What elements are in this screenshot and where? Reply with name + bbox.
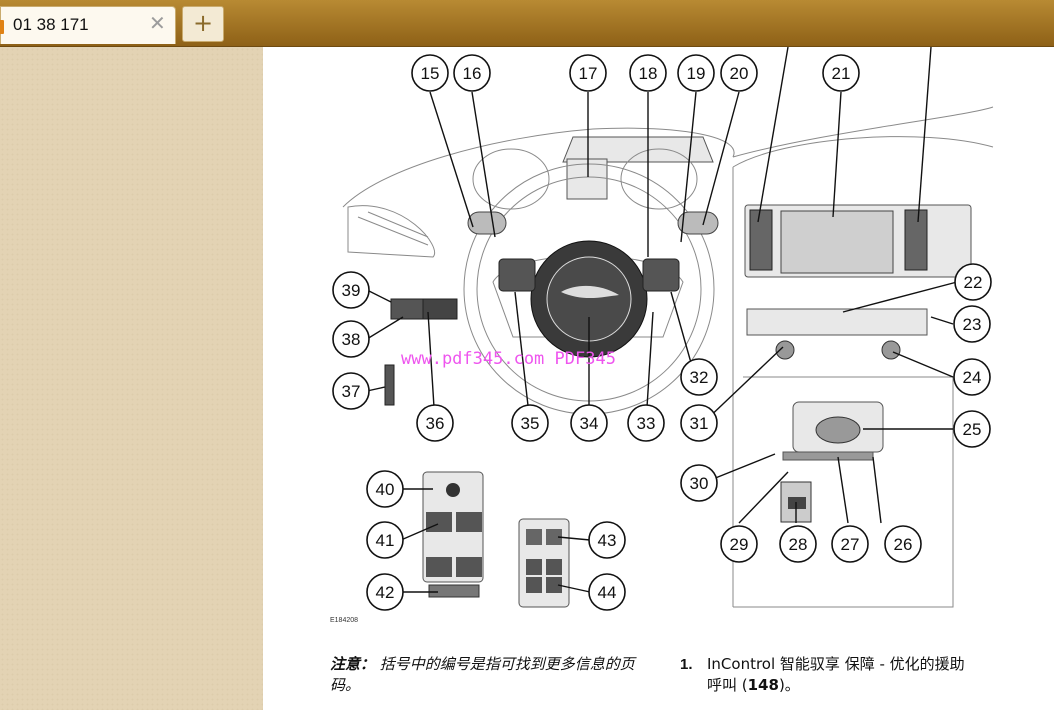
sidebar-background	[0, 47, 263, 710]
svg-text:25: 25	[963, 420, 982, 439]
svg-text:16: 16	[463, 64, 482, 83]
document-page: 15 16 17 18 19 20 21 22 23 24 25 26 27 2…	[263, 47, 1054, 710]
svg-text:20: 20	[730, 64, 749, 83]
callout-30: 30	[680, 464, 718, 502]
svg-text:35: 35	[521, 414, 540, 433]
svg-text:26: 26	[894, 535, 913, 554]
svg-text:17: 17	[579, 64, 598, 83]
callout-16: 16	[453, 54, 491, 92]
callout-36: 36	[416, 404, 454, 442]
svg-text:32: 32	[690, 368, 709, 387]
callout-18: 18	[629, 54, 667, 92]
svg-text:15: 15	[421, 64, 440, 83]
svg-text:27: 27	[841, 535, 860, 554]
note-label: 注意：	[330, 655, 376, 673]
dashboard-figure: 15 16 17 18 19 20 21 22 23 24 25 26 27 2…	[330, 47, 994, 624]
jaguar-logo-icon	[561, 285, 619, 299]
svg-text:33: 33	[637, 414, 656, 433]
svg-text:44: 44	[598, 583, 617, 602]
svg-text:31: 31	[690, 414, 709, 433]
svg-text:42: 42	[376, 583, 395, 602]
note-text: 括号中的编号是指可找到更多信息的页码。	[330, 655, 635, 694]
callout-32: 32	[680, 358, 718, 396]
callout-29: 29	[720, 525, 758, 563]
note: 注意： 括号中的编号是指可找到更多信息的页码。	[330, 654, 655, 696]
callout-15: 15	[411, 54, 449, 92]
svg-text:38: 38	[342, 330, 361, 349]
svg-text:28: 28	[789, 535, 808, 554]
svg-text:40: 40	[376, 480, 395, 499]
callout-44: 44	[588, 573, 626, 611]
svg-text:36: 36	[426, 414, 445, 433]
watermark: www.pdf345.com PDF345	[401, 349, 616, 369]
page-reference[interactable]: 148	[747, 676, 779, 694]
figure-code: E184208	[330, 617, 358, 624]
new-tab-button[interactable]: +	[182, 6, 224, 42]
svg-text:30: 30	[690, 474, 709, 493]
svg-text:41: 41	[376, 531, 395, 550]
callout-24: 24	[953, 358, 991, 396]
callout-31: 31	[680, 404, 718, 442]
callout-19: 19	[677, 54, 715, 92]
callout-26: 26	[884, 525, 922, 563]
callout-17: 17	[569, 54, 607, 92]
callout-37: 37	[332, 372, 370, 410]
callout-33: 33	[627, 404, 665, 442]
tab-bar: 01 38 171 ✕ +	[0, 0, 1054, 47]
callout-38: 38	[332, 320, 370, 358]
svg-text:43: 43	[598, 531, 617, 550]
document-tab[interactable]: 01 38 171 ✕	[0, 6, 176, 44]
list-text: InControl 智能驭享 保障 - 优化的援助呼叫 (148)。	[707, 655, 965, 694]
close-icon[interactable]: ✕	[149, 11, 166, 35]
callout-25: 25	[953, 410, 991, 448]
svg-text:24: 24	[963, 368, 982, 387]
svg-text:34: 34	[580, 414, 599, 433]
svg-text:39: 39	[342, 281, 361, 300]
callout-23: 23	[953, 305, 991, 343]
callout-27: 27	[831, 525, 869, 563]
svg-text:19: 19	[687, 64, 706, 83]
document-icon	[0, 20, 4, 34]
callout-22: 22	[954, 263, 992, 301]
svg-text:23: 23	[963, 315, 982, 334]
callout-21: 21	[822, 54, 860, 92]
svg-text:18: 18	[639, 64, 658, 83]
callout-41: 41	[366, 521, 404, 559]
callout-43: 43	[588, 521, 626, 559]
svg-text:37: 37	[342, 382, 361, 401]
callout-42: 42	[366, 573, 404, 611]
callout-20: 20	[720, 54, 758, 92]
callout-40: 40	[366, 470, 404, 508]
callout-34: 34	[570, 404, 608, 442]
callout-28: 28	[779, 525, 817, 563]
svg-text:22: 22	[964, 273, 983, 292]
list-number: 1.	[680, 656, 693, 673]
callout-39: 39	[332, 271, 370, 309]
svg-text:21: 21	[832, 64, 851, 83]
svg-text:29: 29	[730, 535, 749, 554]
callout-35: 35	[511, 404, 549, 442]
tab-title: 01 38 171	[13, 15, 89, 34]
